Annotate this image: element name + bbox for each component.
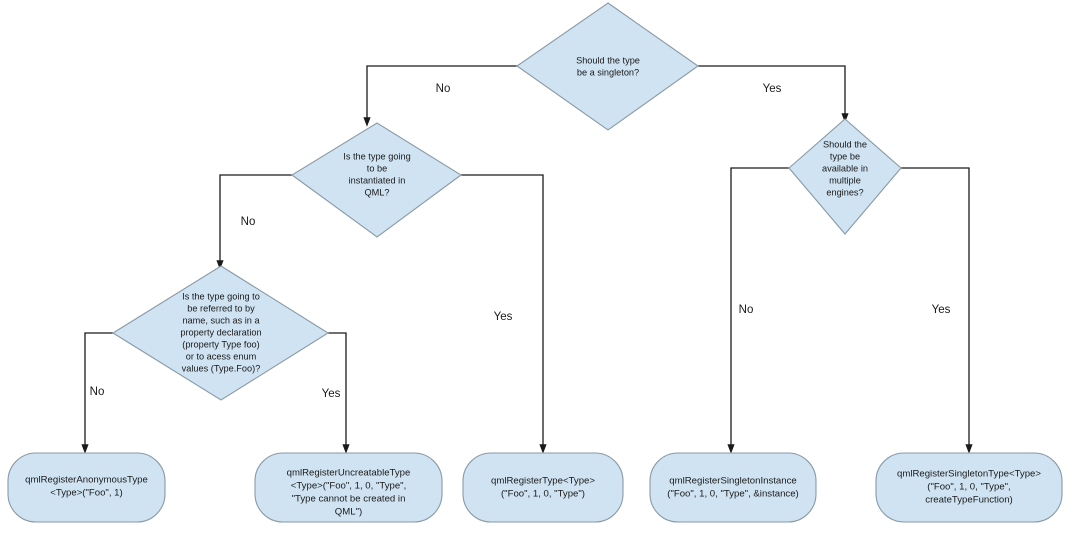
node-terminal-anonymous-type-line-1: <Type>("Foo", 1): [50, 488, 122, 499]
edge-byname-yes: [328, 332, 350, 454]
edge-engines-no: [727, 167, 789, 454]
node-decision-referred-by-name-line-3: property declaration: [180, 327, 261, 337]
node-terminal-uncreatable-type-line-0: qmlRegisterUncreatableType: [287, 468, 411, 479]
node-terminal-singleton-instance[interactable]: qmlRegisterSingletonInstance ("Foo", 1, …: [649, 452, 817, 523]
node-decision-singleton[interactable]: Should the type be a singleton?: [516, 2, 699, 131]
node-decision-referred-by-name[interactable]: Is the type going to be referred to by n…: [111, 265, 330, 401]
edge-label-singleton-yes: Yes: [763, 83, 782, 95]
edge-instantiated-yes: [461, 174, 547, 454]
node-decision-multiple-engines-line-3: multiple: [829, 175, 861, 185]
node-decision-instantiated[interactable]: Is the type going to be instantiated in …: [291, 122, 462, 238]
edge-label-byname-yes: Yes: [322, 388, 341, 400]
edge-singleton-no: [363, 65, 517, 127]
edge-label-engines-no: No: [739, 304, 754, 316]
node-decision-multiple-engines-line-1: type be: [830, 151, 860, 161]
node-terminal-singleton-type-line-0: qmlRegisterSingletonType<Type>: [897, 469, 1041, 480]
edge-label-singleton-no: No: [436, 83, 451, 95]
node-terminal-register-type-line-1: ("Foo", 1, 0, "Type"): [501, 489, 585, 500]
edge-engines-yes: [901, 167, 973, 454]
edge-label-instantiated-no: No: [241, 216, 256, 228]
node-terminal-uncreatable-type[interactable]: qmlRegisterUncreatableType <Type>("Foo",…: [254, 452, 443, 523]
edge-singleton-yes: [698, 65, 849, 123]
edge-label-engines-yes: Yes: [932, 304, 951, 316]
node-decision-referred-by-name-line-5: or to acess enum: [186, 351, 257, 361]
node-decision-multiple-engines-line-0: Should the: [823, 139, 867, 149]
node-decision-singleton-line-0: Should the type: [576, 55, 640, 65]
node-decision-instantiated-line-0: Is the type going: [343, 151, 410, 161]
node-terminal-singleton-type[interactable]: qmlRegisterSingletonType<Type> ("Foo", 1…: [875, 452, 1063, 523]
node-decision-multiple-engines-line-4: engines?: [826, 187, 863, 197]
node-decision-singleton-line-1: be a singleton?: [577, 67, 639, 77]
node-terminal-singleton-instance-line-1: ("Foo", 1, 0, "Type", &instance): [667, 489, 798, 500]
node-decision-instantiated-line-3: QML?: [364, 187, 389, 197]
node-terminal-singleton-type-line-1: ("Foo", 1, 0, "Type",: [927, 482, 1010, 493]
node-terminal-uncreatable-type-line-3: QML"): [335, 507, 362, 518]
node-terminal-singleton-instance-line-0: qmlRegisterSingletonInstance: [669, 476, 796, 487]
node-decision-instantiated-line-1: to be: [367, 163, 387, 173]
node-decision-multiple-engines-line-2: available in: [822, 163, 868, 173]
edges: [81, 65, 973, 454]
node-terminal-anonymous-type[interactable]: qmlRegisterAnonymousType <Type>("Foo", 1…: [7, 452, 166, 523]
node-decision-referred-by-name-line-0: Is the type going to: [182, 291, 260, 301]
node-terminal-register-type-line-0: qmlRegisterType<Type>: [491, 476, 595, 487]
node-decision-referred-by-name-line-2: name, such as in a: [182, 315, 260, 325]
node-terminal-uncreatable-type-line-2: "Type cannot be created in: [292, 494, 406, 505]
node-decision-referred-by-name-line-1: be referred to by: [187, 303, 255, 313]
edge-instantiated-no: [216, 174, 292, 270]
node-decision-referred-by-name-line-6: values (Type.Foo)?: [182, 363, 261, 373]
node-decision-referred-by-name-line-4: (property Type foo): [182, 339, 259, 349]
node-decision-multiple-engines[interactable]: Should the type be available in multiple…: [788, 118, 902, 235]
node-terminal-register-type[interactable]: qmlRegisterType<Type> ("Foo", 1, 0, "Typ…: [462, 452, 624, 523]
edge-label-byname-no: No: [90, 386, 105, 398]
node-decision-instantiated-line-2: instantiated in: [349, 175, 406, 185]
edge-labels: No Yes No Yes No Yes No Yes: [90, 83, 951, 400]
node-terminal-anonymous-type-line-0: qmlRegisterAnonymousType: [25, 475, 148, 486]
edge-label-instantiated-yes: Yes: [494, 311, 513, 323]
node-terminal-uncreatable-type-line-1: <Type>("Foo", 1, 0, "Type",: [291, 481, 406, 492]
edge-byname-no: [81, 332, 113, 454]
node-terminal-singleton-type-line-2: createTypeFunction): [925, 495, 1012, 506]
